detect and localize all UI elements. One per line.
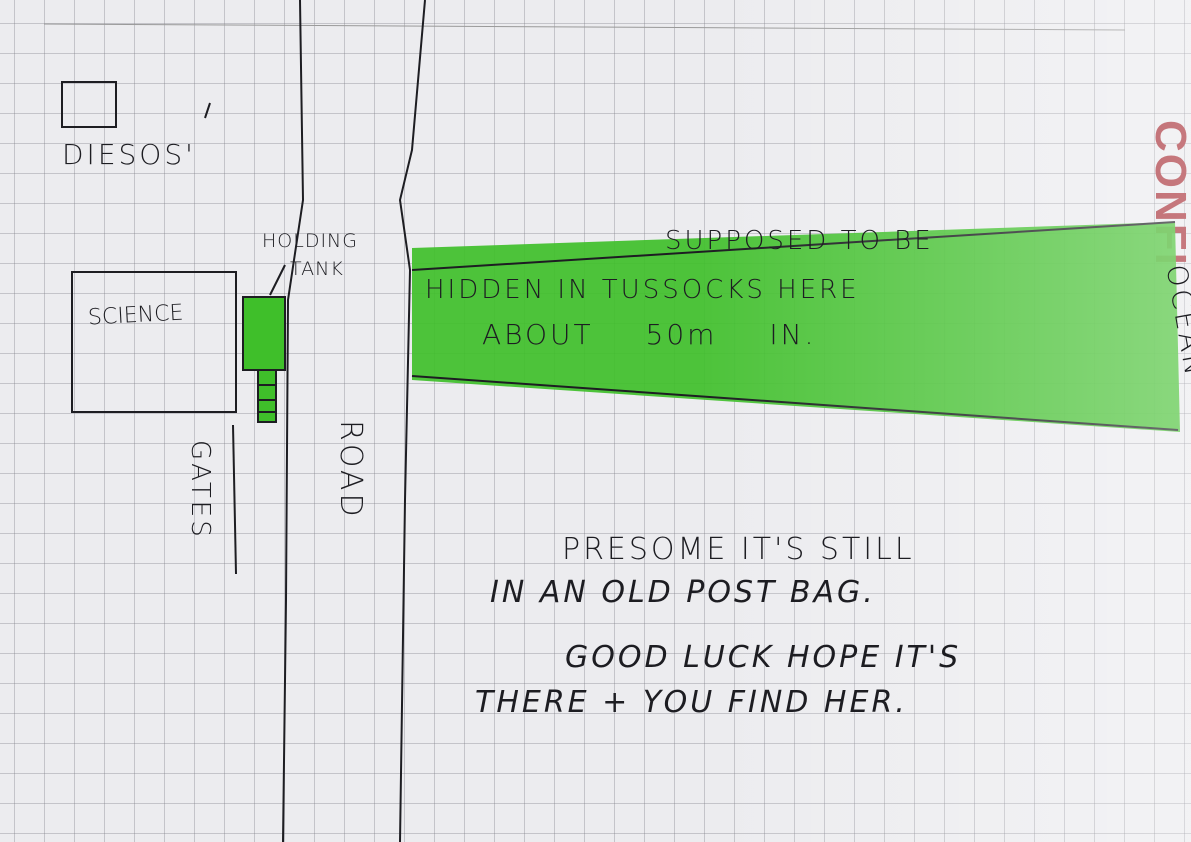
holding-tank (242, 296, 286, 371)
highlight-top-line (411, 221, 1176, 271)
note-line1: PRESOME IT'S STILL (562, 532, 915, 567)
science-building (71, 271, 237, 413)
tank-pointer (269, 264, 286, 296)
label-science: SCIENCE (87, 300, 185, 331)
note-line4: THERE + YOU FIND HER. (475, 685, 908, 720)
label-road: ROAD (333, 420, 368, 520)
note-highlight-line1: SUPPOSED TO BE (665, 226, 934, 256)
label-gates: GATES (185, 440, 215, 540)
diesos-building (61, 81, 117, 128)
label-tank: TANK (290, 258, 344, 280)
dieso-tick (204, 102, 211, 119)
paper-edge (43, 23, 1126, 31)
gates-line (232, 424, 237, 575)
tussock-highlight (412, 222, 1180, 432)
note-highlight-line2: HIDDEN IN TUSSOCKS HERE (425, 275, 860, 305)
label-diesos: DIESOS' (62, 138, 196, 171)
note-line2: IN AN OLD POST BAG. (490, 575, 876, 610)
note-highlight-line3: ABOUT 50m IN. (482, 318, 817, 351)
note-line3: GOOD LUCK HOPE IT'S (565, 640, 962, 675)
label-holding: HOLDING (262, 230, 358, 252)
road-left-edge (282, 0, 305, 842)
road-right-edge (398, 0, 426, 842)
highlight-bottom-line (411, 375, 1179, 431)
holding-tank-ladder (257, 369, 277, 423)
